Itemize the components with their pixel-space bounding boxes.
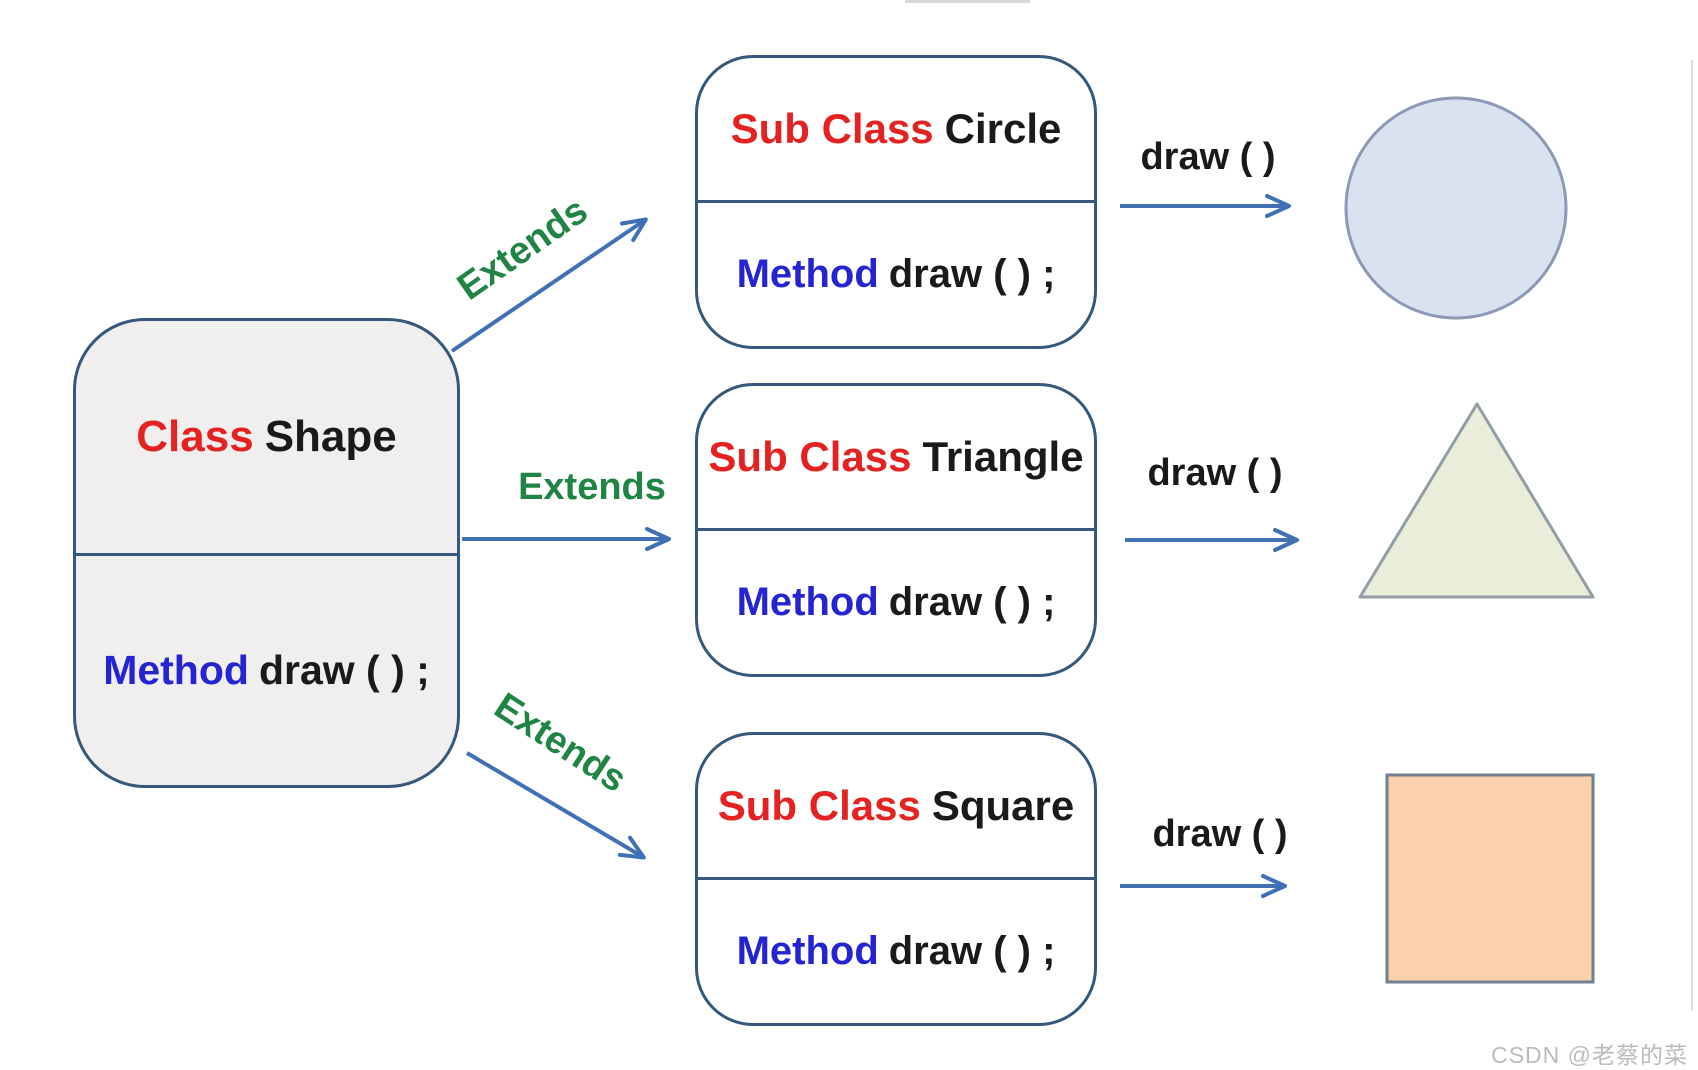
class-name: Shape <box>264 412 397 461</box>
method-keyword: Method <box>103 647 249 693</box>
subclass-triangle-box: Sub Class Triangle Method draw ( ) ; <box>695 383 1097 677</box>
class-shape-method: Method draw ( ) ; <box>76 556 457 785</box>
subclass-name: Triangle <box>922 433 1084 480</box>
subclass-circle-method: Method draw ( ) ; <box>698 203 1094 346</box>
subclass-square-method: Method draw ( ) ; <box>698 880 1094 1023</box>
draw-call-label-square: draw ( ) <box>1152 813 1288 855</box>
subclass-name: Circle <box>944 105 1062 152</box>
class-keyword: Class <box>136 412 254 461</box>
csdn-watermark: CSDN @老蔡的菜 <box>1491 1042 1688 1068</box>
class-shape-title: Class Shape <box>76 321 457 556</box>
subclass-triangle-method: Method draw ( ) ; <box>698 531 1094 674</box>
extends-label-triangle: Extends <box>518 466 666 508</box>
method-signature: draw ( ) ; <box>888 929 1056 973</box>
subclass-name: Square <box>931 782 1075 829</box>
method-signature: draw ( ) ; <box>888 252 1056 296</box>
subclass-triangle-title: Sub Class Triangle <box>698 386 1094 531</box>
triangle-shape-result <box>1358 402 1595 599</box>
subclass-circle-box: Sub Class Circle Method draw ( ) ; <box>695 55 1097 349</box>
draw-call-label-circle: draw ( ) <box>1140 136 1276 178</box>
circle-shape-result <box>1344 96 1568 320</box>
extends-label-square: Extends <box>486 685 634 801</box>
page-edge-line <box>1691 60 1693 1010</box>
subclass-keyword: Sub Class <box>717 782 921 829</box>
draw-call-label-triangle: draw ( ) <box>1147 452 1283 494</box>
method-keyword: Method <box>736 929 879 973</box>
subclass-square-title: Sub Class Square <box>698 735 1094 880</box>
method-keyword: Method <box>736 580 879 624</box>
method-keyword: Method <box>736 252 879 296</box>
method-signature: draw ( ) ; <box>258 647 430 693</box>
cropped-element-edge <box>905 0 1030 3</box>
square-shape-result <box>1385 773 1595 984</box>
subclass-square-box: Sub Class Square Method draw ( ) ; <box>695 732 1097 1026</box>
subclass-keyword: Sub Class <box>708 433 912 480</box>
method-signature: draw ( ) ; <box>888 580 1056 624</box>
extends-label-circle: Extends <box>450 189 596 309</box>
subclass-circle-title: Sub Class Circle <box>698 58 1094 203</box>
subclass-keyword: Sub Class <box>730 105 934 152</box>
class-shape-box: Class Shape Method draw ( ) ; <box>73 318 460 788</box>
